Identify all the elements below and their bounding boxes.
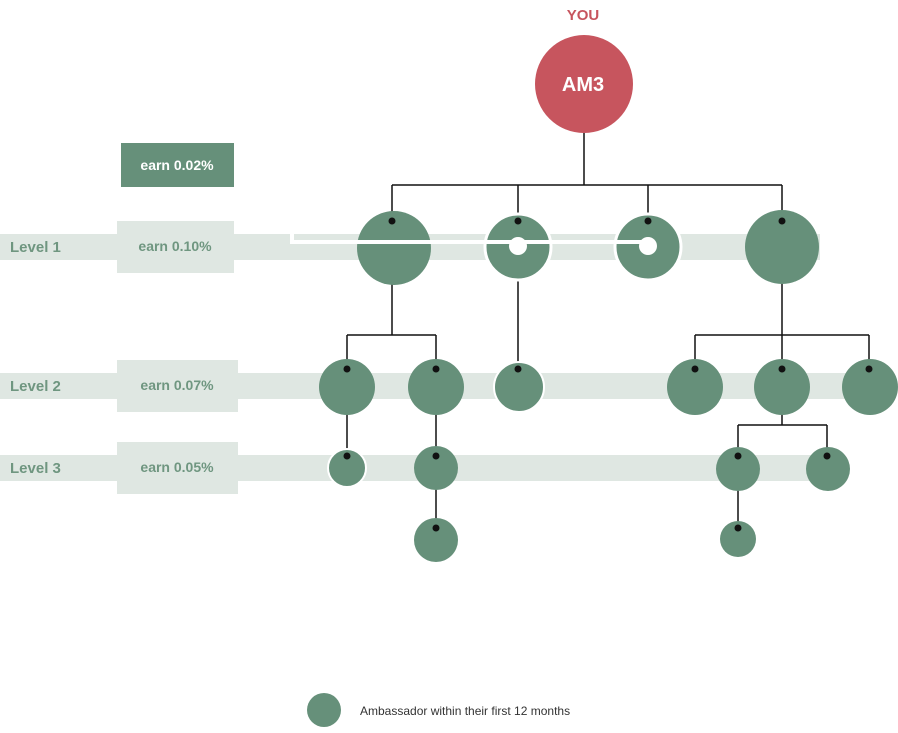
level-1-hole (639, 237, 657, 255)
earn-badge-top: earn 0.02% (140, 157, 214, 173)
earn-badge-level1: earn 0.10% (138, 238, 212, 254)
level-2-node (319, 359, 375, 415)
earn-badge-level3: earn 0.05% (140, 459, 214, 475)
level-1-node (357, 211, 431, 285)
level-1-hole (509, 237, 527, 255)
earn-badge-level1-bg (117, 221, 234, 273)
connector-lines (346, 131, 870, 528)
level-1-node (745, 210, 819, 284)
level-3-node (414, 446, 458, 490)
sub-level-node (414, 518, 458, 562)
legend-text: Ambassador within their first 12 months (360, 704, 570, 718)
legend-icon (307, 693, 341, 727)
level-2-label: Level 2 (10, 378, 61, 395)
you-label: YOU (567, 7, 600, 24)
level-3-node (327, 448, 367, 488)
connector-dots (343, 217, 873, 532)
level-1-ring (613, 212, 683, 282)
level-2-node (408, 359, 464, 415)
level-1-label: Level 1 (10, 239, 61, 256)
level-3-node (806, 447, 850, 491)
root-node-label: AM3 (562, 74, 604, 96)
level-2-node (667, 359, 723, 415)
level-3-label: Level 3 (10, 460, 61, 477)
level-1-bracket (290, 228, 646, 244)
level-2-node (842, 359, 898, 415)
level-2-node (754, 359, 810, 415)
level-1-ring (483, 212, 553, 282)
earn-badge-level3-bg (117, 442, 238, 494)
earn-badge-level2-bg (117, 360, 238, 412)
sub-level-node (720, 521, 756, 557)
level-2-node (493, 361, 545, 413)
earn-badge-top-bg (121, 143, 234, 187)
earn-badge-level2: earn 0.07% (140, 377, 214, 393)
root-node (535, 35, 633, 133)
level-3-node (716, 447, 760, 491)
